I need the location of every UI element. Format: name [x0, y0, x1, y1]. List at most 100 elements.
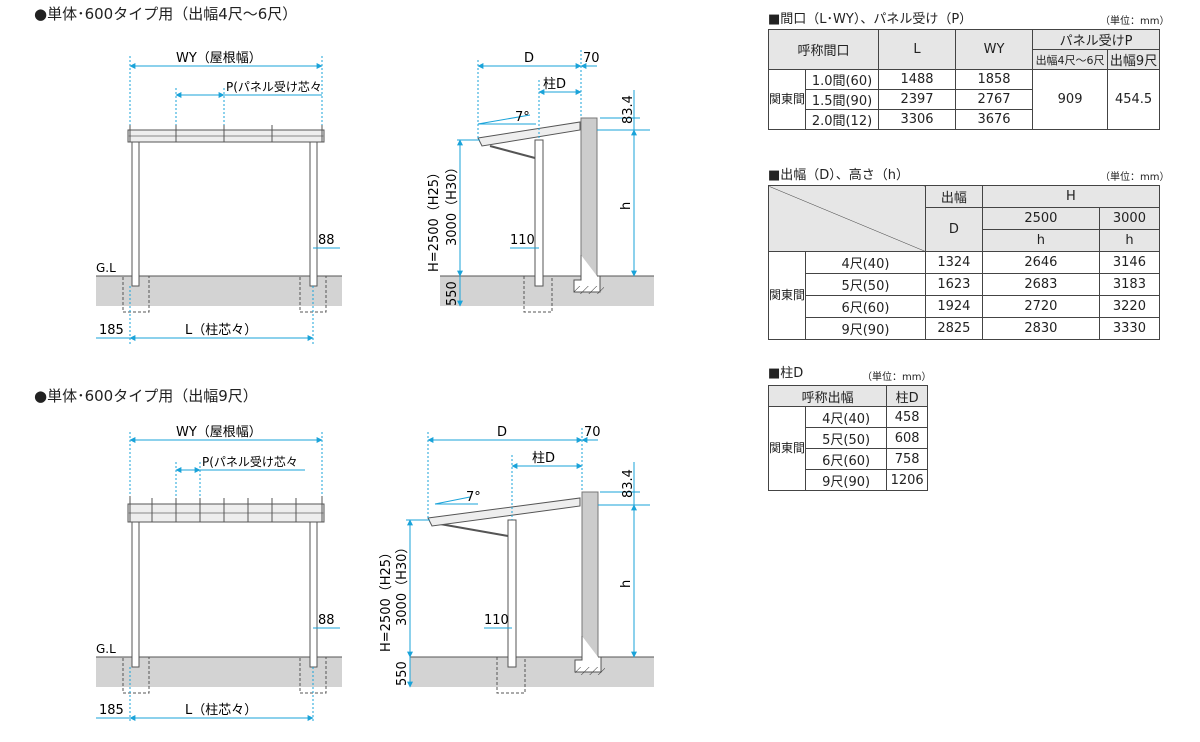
post-d-label: 柱D — [543, 77, 566, 92]
th-name: 呼称出幅 — [767, 385, 888, 407]
table2-title: ■出幅（D）、高さ（h） — [768, 168, 910, 183]
dim-70-label: 70 — [583, 51, 600, 66]
cell-d: 608 — [886, 427, 928, 449]
cell-h25: 2720 — [981, 295, 1100, 318]
dim-110-label: 110 — [510, 233, 535, 248]
section-title-2: ●単体･600タイプ用（出幅9尺） — [34, 387, 258, 405]
h-label: h — [619, 202, 634, 210]
cell-name: 6尺(60) — [805, 448, 888, 470]
post — [131, 139, 140, 287]
dim-83-4-label: 83.4 — [621, 469, 636, 498]
cell-wy: 3676 — [955, 109, 1033, 130]
dim-88-label: 88 — [318, 233, 335, 248]
table-projection-height: 出幅 H D 2500 3000 h h 関東間 4尺(40) 1324 264… — [767, 185, 1161, 340]
th-d: D — [924, 207, 983, 252]
table-opening: 呼称間口 L WY パネル受けP 出幅4尺〜6尺 出幅9尺 関東間 1.0間(6… — [767, 29, 1160, 130]
panel-ribs — [129, 496, 323, 522]
cell-h25: 2830 — [981, 317, 1100, 340]
dim-110-label: 110 — [484, 613, 509, 628]
rafter — [489, 145, 536, 159]
th-name: 呼称間口 — [768, 29, 879, 70]
th-p2: 出幅9尺 — [1107, 49, 1160, 70]
roof — [477, 121, 581, 147]
table2-unit: （単位：mm） — [1100, 172, 1170, 183]
front-view-1: WY（屋根幅） P(パネル受け芯々 G.L 88 185 L（柱芯々） — [96, 51, 342, 345]
cell-l: 2397 — [878, 89, 956, 110]
cell-h30: 3330 — [1098, 317, 1161, 340]
p-label: P(パネル受け芯々 — [202, 455, 298, 469]
front-view-2: WY（屋根幅） P(パネル受け芯々 G.L 88 185 L（柱芯々） — [96, 425, 342, 722]
cell-name: 6尺(60) — [805, 295, 926, 318]
angle-label: 7° — [515, 110, 530, 125]
side-view-1: D 70 柱D 7° 83.4 h H=2500（H25） 3000（H30） … — [427, 50, 654, 313]
cell-p1: 909 — [1031, 69, 1109, 130]
wy-label: WY（屋根幅） — [176, 425, 262, 440]
th-l: L — [878, 29, 956, 70]
dim-550-label: 550 — [395, 661, 410, 686]
dim-70-label: 70 — [584, 425, 601, 440]
cell-name: 9尺(90) — [805, 317, 926, 340]
cell-name: 4尺(40) — [805, 251, 926, 274]
th-d: 柱D — [886, 385, 928, 407]
cell-name: 9尺(90) — [805, 469, 888, 491]
post — [507, 519, 517, 668]
th-diagonal — [768, 185, 926, 252]
height-label: H=2500（H25） — [427, 166, 442, 272]
d-label: D — [497, 425, 507, 440]
cell-name: 5尺(50) — [805, 273, 926, 296]
l-label: L（柱芯々） — [185, 703, 257, 718]
cell-name: 1.0間(60) — [805, 69, 879, 90]
ground-band — [440, 276, 654, 306]
cell-d: 758 — [886, 448, 928, 470]
th-out: 出幅 — [924, 185, 983, 208]
th-wy: WY — [955, 29, 1033, 70]
cell-name: 1.5間(90) — [805, 89, 879, 110]
wy-label: WY（屋根幅） — [176, 51, 262, 66]
h-label: h — [619, 580, 634, 588]
side-view-2: D 70 柱D 7° 83.4 h H=2500（H25） 3000（H30） … — [379, 425, 654, 694]
roof — [427, 497, 581, 527]
th-h-upper: H — [981, 185, 1161, 208]
th-panel: パネル受けP — [1032, 29, 1160, 50]
table1-unit: （単位：mm） — [1100, 16, 1170, 27]
foundation — [523, 275, 553, 313]
ground-band — [410, 657, 654, 687]
rafter — [439, 523, 509, 537]
table3-title: ■柱D — [768, 366, 804, 381]
th-p1: 出幅4尺〜6尺 — [1031, 49, 1109, 70]
post — [309, 519, 318, 668]
group-label: 関東間 — [767, 69, 807, 130]
panel-ribs — [129, 125, 323, 142]
cell-d: 1623 — [924, 273, 983, 296]
dim-185-label: 185 — [99, 703, 124, 718]
cell-d: 2825 — [924, 317, 983, 340]
post — [131, 519, 140, 668]
cell-d: 458 — [886, 406, 928, 428]
dim-88-label: 88 — [318, 613, 335, 628]
cell-d: 1924 — [924, 295, 983, 318]
cell-p2: 454.5 — [1107, 69, 1160, 130]
cell-wy: 1858 — [955, 69, 1033, 90]
foundation — [496, 656, 526, 694]
height-label-2: 3000（H30） — [395, 541, 410, 626]
gl-label: G.L — [96, 642, 116, 656]
cell-name: 2.0間(12) — [805, 109, 879, 130]
post — [309, 139, 318, 287]
table-post-d: 呼称出幅 柱D 関東間 4尺(40) 458 5尺(50) 608 6尺(60)… — [767, 385, 928, 491]
cell-h30: 3146 — [1098, 251, 1161, 274]
wall — [581, 491, 599, 658]
group-label: 関東間 — [767, 251, 807, 340]
th-h-lower: h — [1098, 229, 1161, 252]
dim-83-4-label: 83.4 — [621, 95, 636, 124]
wall — [580, 117, 598, 277]
section-title-1: ●単体･600タイプ用（出幅4尺〜6尺） — [34, 5, 298, 23]
carport-diagrams: WY（屋根幅） P(パネル受け芯々 G.L 88 185 L（柱芯々） D — [96, 50, 654, 722]
d-label: D — [524, 51, 534, 66]
height-label: H=2500（H25） — [379, 546, 394, 652]
cell-name: 5尺(50) — [805, 427, 888, 449]
cell-l: 3306 — [878, 109, 956, 130]
cell-h30: 3220 — [1098, 295, 1161, 318]
cell-h25: 2646 — [981, 251, 1100, 274]
dim-550-label: 550 — [445, 281, 460, 306]
l-label: L（柱芯々） — [185, 323, 257, 338]
